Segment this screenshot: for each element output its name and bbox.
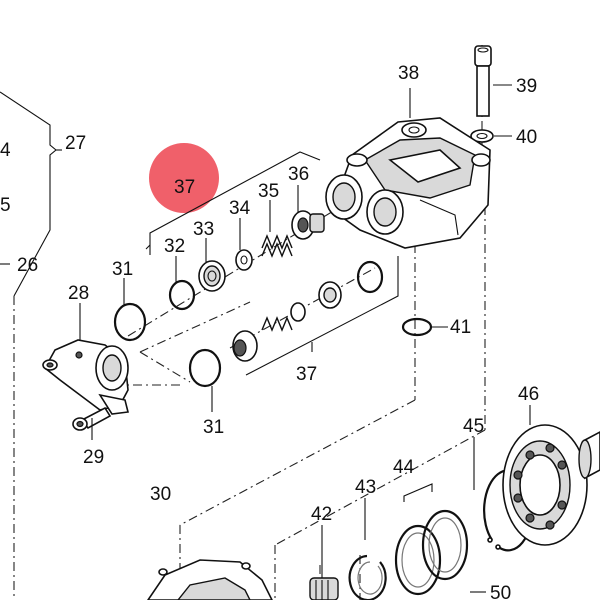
label-5: 5 xyxy=(0,195,11,216)
callout-labels: 4 5 26 27 28 29 30 31 31 32 33 34 35 36 … xyxy=(0,63,539,604)
part-33-seal[interactable] xyxy=(198,260,226,292)
upper-valve-bracket xyxy=(145,151,321,255)
part-30-base[interactable] xyxy=(146,559,274,601)
label-27: 27 xyxy=(65,133,86,154)
part-39-bolt[interactable] xyxy=(474,45,492,117)
label-36: 36 xyxy=(288,164,309,185)
left-group-bracket xyxy=(0,91,62,600)
part-42-needle-bearing[interactable] xyxy=(309,577,339,601)
highlight-marker[interactable] xyxy=(149,143,219,213)
part-29-screw[interactable] xyxy=(72,406,112,431)
label-40: 40 xyxy=(516,127,537,148)
leader-lines xyxy=(79,84,531,593)
label-42: 42 xyxy=(311,504,332,525)
label-41: 41 xyxy=(450,317,471,338)
label-38: 38 xyxy=(398,63,419,84)
part-38-pump-head[interactable] xyxy=(325,117,491,249)
label-26: 26 xyxy=(17,255,38,276)
highlight-label: 37 xyxy=(174,177,195,198)
part-44-seals[interactable] xyxy=(394,483,469,596)
part-40-washer[interactable] xyxy=(470,129,494,143)
part-36-valve[interactable] xyxy=(291,210,325,240)
part-28-housing[interactable] xyxy=(42,339,129,415)
label-31-lower: 31 xyxy=(203,417,224,438)
label-35: 35 xyxy=(258,181,279,202)
label-30: 30 xyxy=(150,484,171,505)
part-31-oring-upper[interactable] xyxy=(113,302,147,342)
label-28: 28 xyxy=(68,283,89,304)
label-4: 4 xyxy=(0,140,11,161)
label-31-upper: 31 xyxy=(112,259,133,280)
label-37: 37 xyxy=(296,364,317,385)
label-34: 34 xyxy=(229,198,251,219)
part-37-lower-valve-group[interactable] xyxy=(232,260,384,362)
label-39: 39 xyxy=(516,76,537,97)
label-43: 43 xyxy=(355,477,376,498)
label-33: 33 xyxy=(193,219,214,240)
part-41-oring[interactable] xyxy=(401,317,433,337)
part-34-washer[interactable] xyxy=(235,249,253,271)
label-45: 45 xyxy=(463,416,484,437)
label-46: 46 xyxy=(518,384,539,405)
drive-shaft-partial[interactable] xyxy=(578,431,600,480)
label-44: 44 xyxy=(393,457,415,478)
part-46-ball-bearing[interactable] xyxy=(502,424,588,546)
part-31-oring-lower[interactable] xyxy=(188,348,222,388)
label-29: 29 xyxy=(83,447,104,468)
label-50: 50 xyxy=(490,583,511,600)
part-35-spring[interactable] xyxy=(261,234,293,258)
part-43-snap-ring[interactable] xyxy=(348,554,387,602)
part-32-oring[interactable] xyxy=(168,279,196,311)
label-32: 32 xyxy=(164,236,185,257)
lower-valve-bracket xyxy=(245,256,399,376)
